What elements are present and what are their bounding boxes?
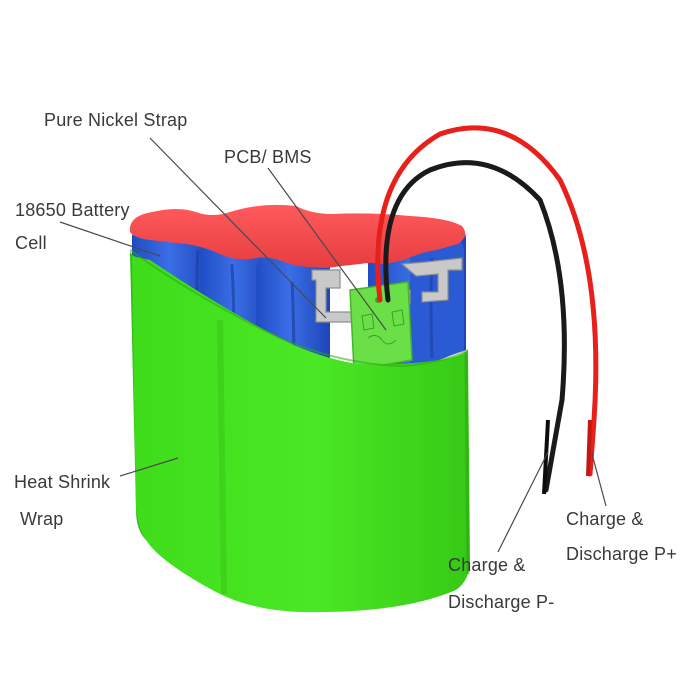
label-pcb-bms: PCB/ BMS bbox=[224, 147, 312, 167]
heat-shrink-wrap bbox=[129, 249, 470, 613]
label-discharge-neg-line1: Charge & bbox=[448, 555, 526, 575]
label-discharge-pos-line1: Charge & bbox=[566, 509, 644, 529]
label-heat-shrink-line2: Wrap bbox=[20, 509, 64, 529]
label-heat-shrink-line1: Heat Shrink bbox=[14, 472, 111, 492]
leader-pcb-bms bbox=[267, 167, 387, 331]
label-battery-cell-line2: Cell bbox=[15, 233, 47, 253]
leader-nickel-strap bbox=[149, 137, 327, 319]
black-wire bbox=[383, 160, 567, 493]
leader-discharge-pos bbox=[591, 453, 607, 507]
label-discharge-pos-line2: Discharge P+ bbox=[566, 544, 677, 564]
leader-lines bbox=[59, 137, 607, 553]
label-battery-cell-line1: 18650 Battery bbox=[15, 200, 130, 220]
leader-battery-cell bbox=[59, 221, 161, 257]
label-nickel-strap: Pure Nickel Strap bbox=[44, 110, 188, 130]
leader-discharge-neg bbox=[497, 451, 549, 553]
leader-heat-shrink bbox=[119, 457, 179, 477]
cell-front-right bbox=[410, 236, 464, 372]
label-discharge-neg-line2: Discharge P- bbox=[448, 592, 555, 612]
red-wire bbox=[375, 125, 599, 477]
